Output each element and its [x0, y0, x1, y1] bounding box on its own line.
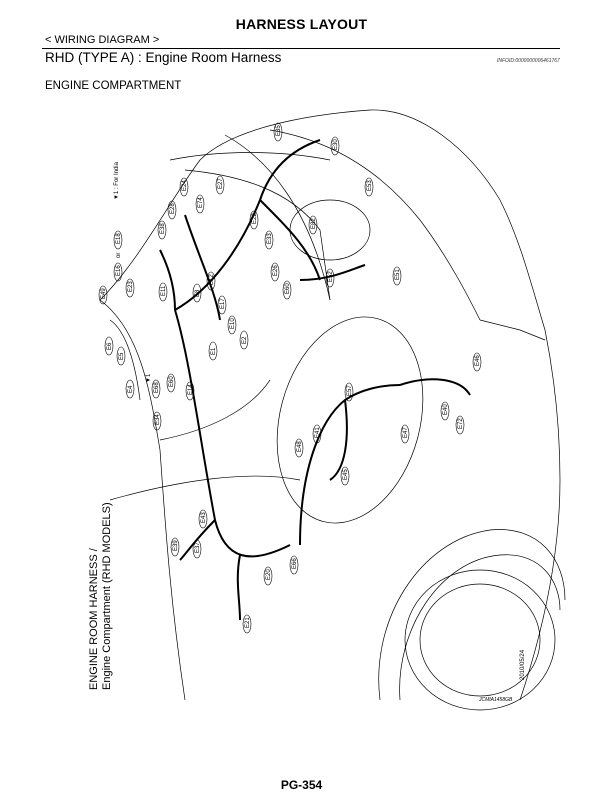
label: E47 — [403, 427, 409, 438]
breadcrumb[interactable]: < WIRING DIAGRAM > — [45, 34, 160, 46]
label: E60 — [285, 283, 291, 294]
label: E38 — [160, 223, 166, 234]
label: E60 — [169, 376, 175, 387]
figure-code: JCMIA1458GB — [479, 697, 513, 703]
label: E22 — [252, 213, 258, 224]
label: E30 — [333, 139, 339, 150]
label: E8 — [195, 289, 201, 297]
label: E51 — [395, 269, 401, 280]
india-note: ▼1 : For India — [114, 161, 120, 200]
label: E68 — [154, 382, 160, 393]
label: E43 — [201, 512, 207, 523]
label: E39 — [173, 540, 179, 551]
connector-labels: E35 E30 E53 E24 E27 E74 E28 E38 E22 E33 … — [98, 122, 482, 634]
label: E82 — [311, 218, 317, 229]
label: E57 — [347, 385, 353, 396]
label: E27 — [218, 178, 224, 189]
label: E24 — [182, 180, 188, 191]
label: E21 — [245, 617, 251, 628]
vehicle-outline — [99, 109, 566, 711]
label: E49 — [101, 288, 107, 299]
label: E34 — [155, 414, 161, 425]
star-marker: ▼1 — [146, 373, 152, 383]
label: E41 — [315, 427, 321, 438]
label: E20 — [266, 569, 272, 580]
page-title: HARNESS LAYOUT — [235, 16, 368, 32]
label: E37 — [195, 542, 201, 553]
connector-text: E35 E30 E53 E24 E27 E74 E28 E38 E22 E33 … — [101, 125, 481, 628]
label: E26 — [273, 265, 279, 276]
label: E4 — [128, 385, 134, 393]
label: E33 — [267, 233, 273, 244]
label: E10 — [230, 318, 236, 329]
label: E18 — [116, 233, 122, 244]
section-title: RHD (TYPE A) : Engine Room Harness — [45, 50, 282, 65]
harness-wires — [159, 139, 471, 621]
label: E35 — [276, 125, 282, 136]
label: E11 — [161, 285, 167, 296]
label: E6 — [107, 342, 113, 350]
diagram-date: 2010/05/24 — [520, 649, 526, 680]
label: E12 — [209, 274, 215, 285]
label: E72 — [458, 418, 464, 429]
label: E14 — [188, 384, 194, 395]
page-number: PG-354 — [280, 778, 323, 792]
label: E66 — [292, 558, 298, 569]
label: E46 — [475, 355, 481, 366]
label: E16 — [116, 265, 122, 276]
info-id: INFOID:0000000006461767 — [497, 58, 560, 64]
label: E52 — [328, 271, 334, 282]
label: E40 — [443, 404, 449, 415]
label: E48 — [297, 441, 303, 452]
label: E74 — [198, 197, 204, 208]
label: E53 — [367, 180, 373, 191]
label: E5 — [119, 352, 125, 360]
or-text: or — [116, 253, 122, 258]
label: E2 — [242, 336, 248, 344]
label: E45 — [343, 469, 349, 480]
label: E28 — [170, 203, 176, 214]
label: E1 — [211, 347, 217, 355]
label: E23 — [128, 281, 134, 292]
label: E17 — [220, 298, 226, 309]
side-title: ENGINE ROOM HARNESS / Engine Compartment… — [88, 502, 113, 690]
header-divider — [42, 48, 560, 49]
area-label: ENGINE COMPARTMENT — [45, 80, 182, 92]
